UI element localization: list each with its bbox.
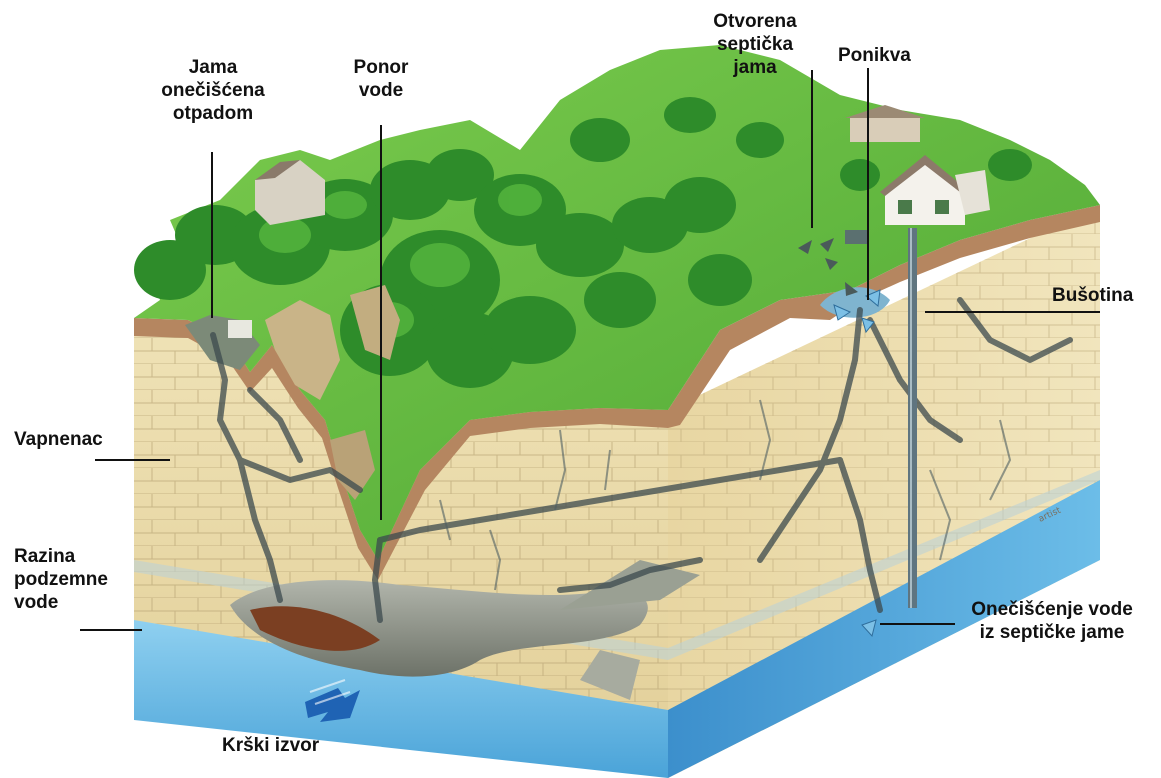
label-jama: Jama onečišćena otpadom (158, 56, 268, 125)
well-pipe (908, 228, 917, 608)
label-busotina: Bušotina (1052, 284, 1133, 307)
label-ponikva: Ponikva (838, 44, 911, 67)
label-septicka: Otvorena septička jama (700, 10, 810, 79)
label-onecisc: Onečišćenje vode iz septičke jame (952, 598, 1152, 644)
label-ponor: Ponor vode (336, 56, 426, 102)
label-razina: Razina podzemne vode (14, 545, 108, 614)
label-vapnenac: Vapnenac (14, 428, 103, 451)
label-izvor: Krški izvor (222, 734, 319, 757)
septic-tank (845, 230, 867, 244)
